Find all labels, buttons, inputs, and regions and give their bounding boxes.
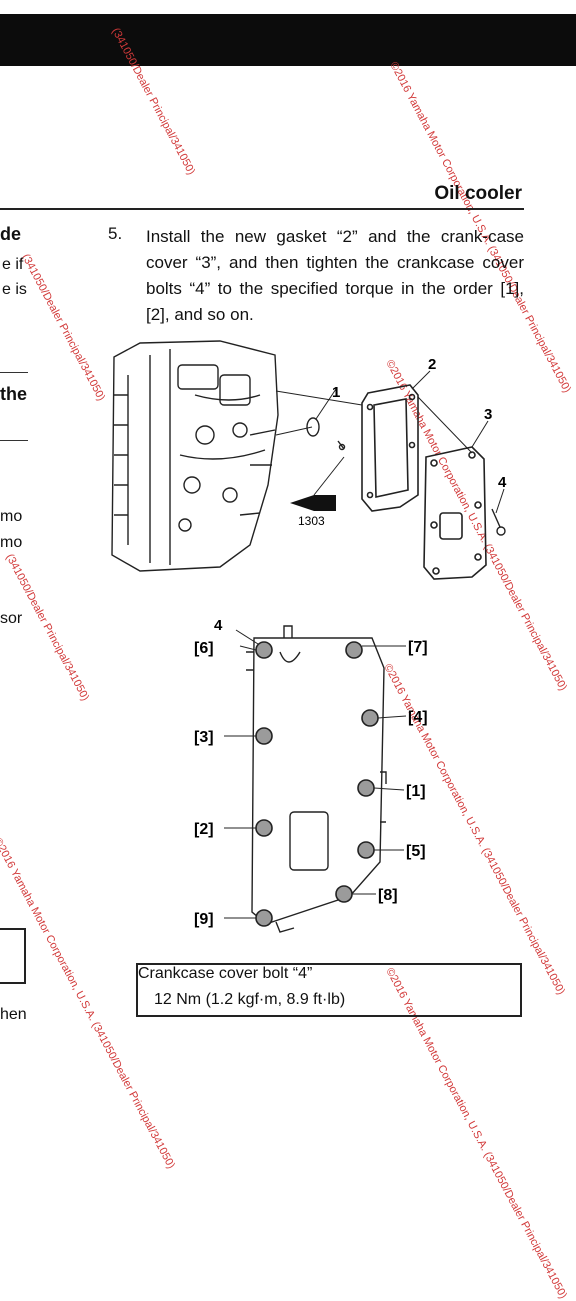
left-column-rule xyxy=(0,440,28,441)
step-number: 5. xyxy=(108,224,123,243)
left-column-fragment: e if xyxy=(2,256,24,273)
tool-code-label: 1303 xyxy=(298,514,325,528)
tool-arrow-icon xyxy=(290,456,345,511)
order-label-4: [4] xyxy=(408,709,428,726)
watermark-text: (341050/Dealer Principal/341050) xyxy=(19,252,108,403)
order-label-3: [3] xyxy=(194,729,214,746)
callout-4: 4 xyxy=(498,474,507,491)
engine-block-drawing xyxy=(111,340,279,572)
leader-lines xyxy=(275,370,505,514)
torque-spec-box: Crankcase cover bolt “4” 12 Nm (1.2 kgf·… xyxy=(136,963,522,1017)
step-instruction-text: Install the new gasket “2” and the crank… xyxy=(146,227,524,324)
part-callout-4: 4 xyxy=(214,617,223,634)
callout-1: 1 xyxy=(332,384,340,401)
order-label-5: [5] xyxy=(406,843,426,860)
left-column-box xyxy=(0,928,26,984)
left-column-fragment: hen xyxy=(0,1006,27,1023)
order-label-8: [8] xyxy=(378,887,398,904)
header-rule xyxy=(0,208,524,210)
gasket-drawing xyxy=(361,384,419,512)
order-label-6: [6] xyxy=(194,640,214,657)
order-label-1: [1] xyxy=(406,783,426,800)
section-title: Oil cooler xyxy=(434,183,522,204)
left-column-fragment: the xyxy=(0,384,27,404)
sequence-leaders xyxy=(224,629,407,919)
left-column-fragment: e is xyxy=(2,281,27,298)
left-column-fragment: mo xyxy=(0,508,23,525)
order-label-2: [2] xyxy=(194,821,214,838)
bolt-holes xyxy=(255,641,379,927)
bolt-drawing xyxy=(491,508,506,536)
o-ring-drawing xyxy=(306,417,346,451)
order-label-7: [7] xyxy=(408,639,428,656)
exploded-view-figure: 1 2 3 4 1303 xyxy=(111,340,507,580)
cover-outline xyxy=(246,625,387,933)
left-column-rule xyxy=(0,372,28,373)
left-column-fragment: mo xyxy=(0,534,23,551)
spec-torque-value: 12 Nm (1.2 kgf·m, 8.9 ft·lb) xyxy=(154,991,346,1008)
callout-2: 2 xyxy=(428,356,436,373)
top-header-bar xyxy=(0,14,576,66)
order-label-9: [9] xyxy=(194,911,214,928)
left-column-fragment: de xyxy=(0,224,22,244)
tightening-sequence-figure: 4 [6] [7] [4] [3] [1] [2] [5] [8] [9] xyxy=(194,617,428,933)
left-column-fragment: sor xyxy=(0,610,23,627)
crankcase-cover-drawing xyxy=(423,446,487,580)
spec-part-name: Crankcase cover bolt “4” xyxy=(138,965,313,982)
callout-3: 3 xyxy=(484,406,492,423)
